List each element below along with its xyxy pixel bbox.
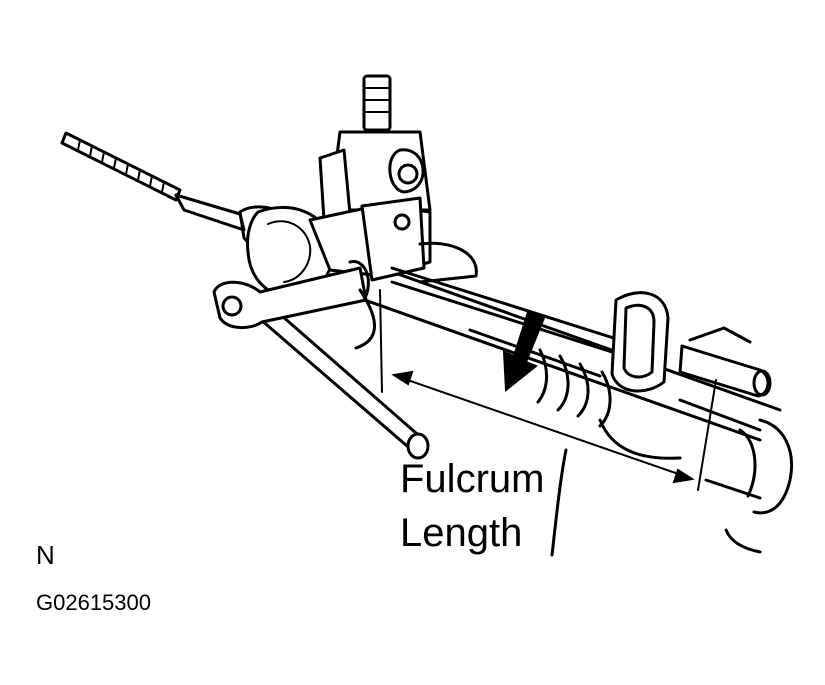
- fulcrum-label-line2: Length: [400, 511, 523, 555]
- figure-code: G02615300: [36, 590, 151, 615]
- housing-end: [550, 398, 793, 557]
- pinion-valve-body: [318, 74, 432, 222]
- rack-rod: [354, 266, 622, 354]
- fulcrum-dimension: [379, 289, 717, 491]
- orientation-mark: N: [36, 540, 55, 570]
- fulcrum-label-line1: Fulcrum: [400, 457, 545, 501]
- torque-wrench: [212, 260, 430, 460]
- right-clamp: [610, 291, 772, 398]
- holding-fixture: [308, 196, 478, 284]
- rotation-arrow: [502, 310, 546, 392]
